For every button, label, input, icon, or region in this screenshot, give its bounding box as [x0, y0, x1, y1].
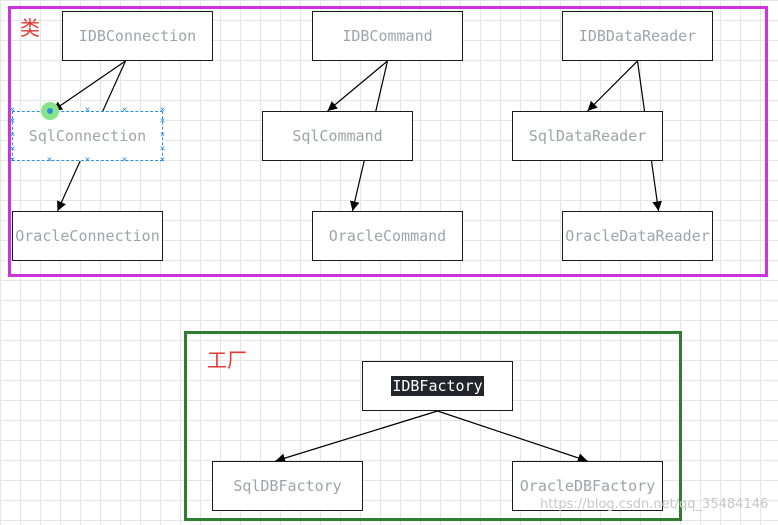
resize-handle-n[interactable]: ✕ — [84, 105, 91, 115]
idb-command-node[interactable]: IDBCommand — [312, 11, 463, 61]
classes-group-label: 类 — [20, 16, 40, 40]
resize-handle-n2[interactable]: ✕ — [121, 105, 128, 115]
resize-handle-e2[interactable]: ✕ — [159, 144, 166, 154]
sql-command-label: SqlCommand — [292, 127, 383, 145]
sql-datareader-label: SqlDataReader — [528, 127, 647, 145]
resize-handle-e1[interactable]: ✕ — [159, 116, 166, 126]
resize-handle-s1[interactable]: ✕ — [46, 155, 53, 165]
rotate-handle[interactable] — [41, 102, 59, 120]
resize-handle-s[interactable]: ✕ — [84, 155, 91, 165]
resize-handle-e[interactable]: ✕ — [159, 130, 166, 140]
watermark: https://blog.csdn.net/qq_35484146 — [540, 497, 769, 512]
oracle-command-node[interactable]: OracleCommand — [312, 211, 463, 261]
oracle-command-label: OracleCommand — [328, 227, 447, 245]
oracle-connection-node[interactable]: OracleConnection — [12, 211, 163, 261]
resize-handle-w1[interactable]: ✕ — [9, 116, 16, 126]
sql-connection-node[interactable]: SqlConnection — [12, 111, 163, 161]
oracle-datareader-node[interactable]: OracleDataReader — [562, 211, 713, 261]
idb-datareader-node[interactable]: IDBDataReader — [562, 11, 713, 61]
idb-factory-node[interactable]: IDBFactory — [362, 361, 513, 411]
sql-db-factory-label: SqlDBFactory — [233, 477, 342, 495]
resize-handle-sw[interactable]: ✕ — [9, 155, 16, 165]
sql-datareader-node[interactable]: SqlDataReader — [512, 111, 663, 161]
resize-handle-w[interactable]: ✕ — [9, 130, 16, 140]
resize-handle-nw[interactable]: ✕ — [9, 105, 16, 115]
idb-command-label: IDBCommand — [342, 27, 433, 45]
resize-handle-se[interactable]: ✕ — [159, 155, 166, 165]
idb-datareader-label: IDBDataReader — [578, 27, 697, 45]
sql-db-factory-node[interactable]: SqlDBFactory — [212, 461, 363, 511]
resize-handle-s2[interactable]: ✕ — [121, 155, 128, 165]
idb-factory-label: IDBFactory — [391, 376, 484, 396]
idb-connection-label: IDBConnection — [78, 27, 197, 45]
sql-command-node[interactable]: SqlCommand — [262, 111, 413, 161]
oracle-db-factory-label: OracleDBFactory — [519, 477, 656, 495]
resize-handle-ne[interactable]: ✕ — [159, 105, 166, 115]
oracle-connection-label: OracleConnection — [15, 227, 160, 245]
factory-group[interactable] — [184, 331, 682, 521]
factory-group-label: 工厂 — [207, 348, 247, 372]
classes-group[interactable] — [8, 6, 768, 277]
sql-connection-label: SqlConnection — [28, 127, 147, 145]
oracle-db-factory-node[interactable]: OracleDBFactory — [512, 461, 663, 511]
oracle-datareader-label: OracleDataReader — [565, 227, 710, 245]
resize-handle-w2[interactable]: ✕ — [9, 144, 16, 154]
idb-connection-node[interactable]: IDBConnection — [62, 11, 213, 61]
